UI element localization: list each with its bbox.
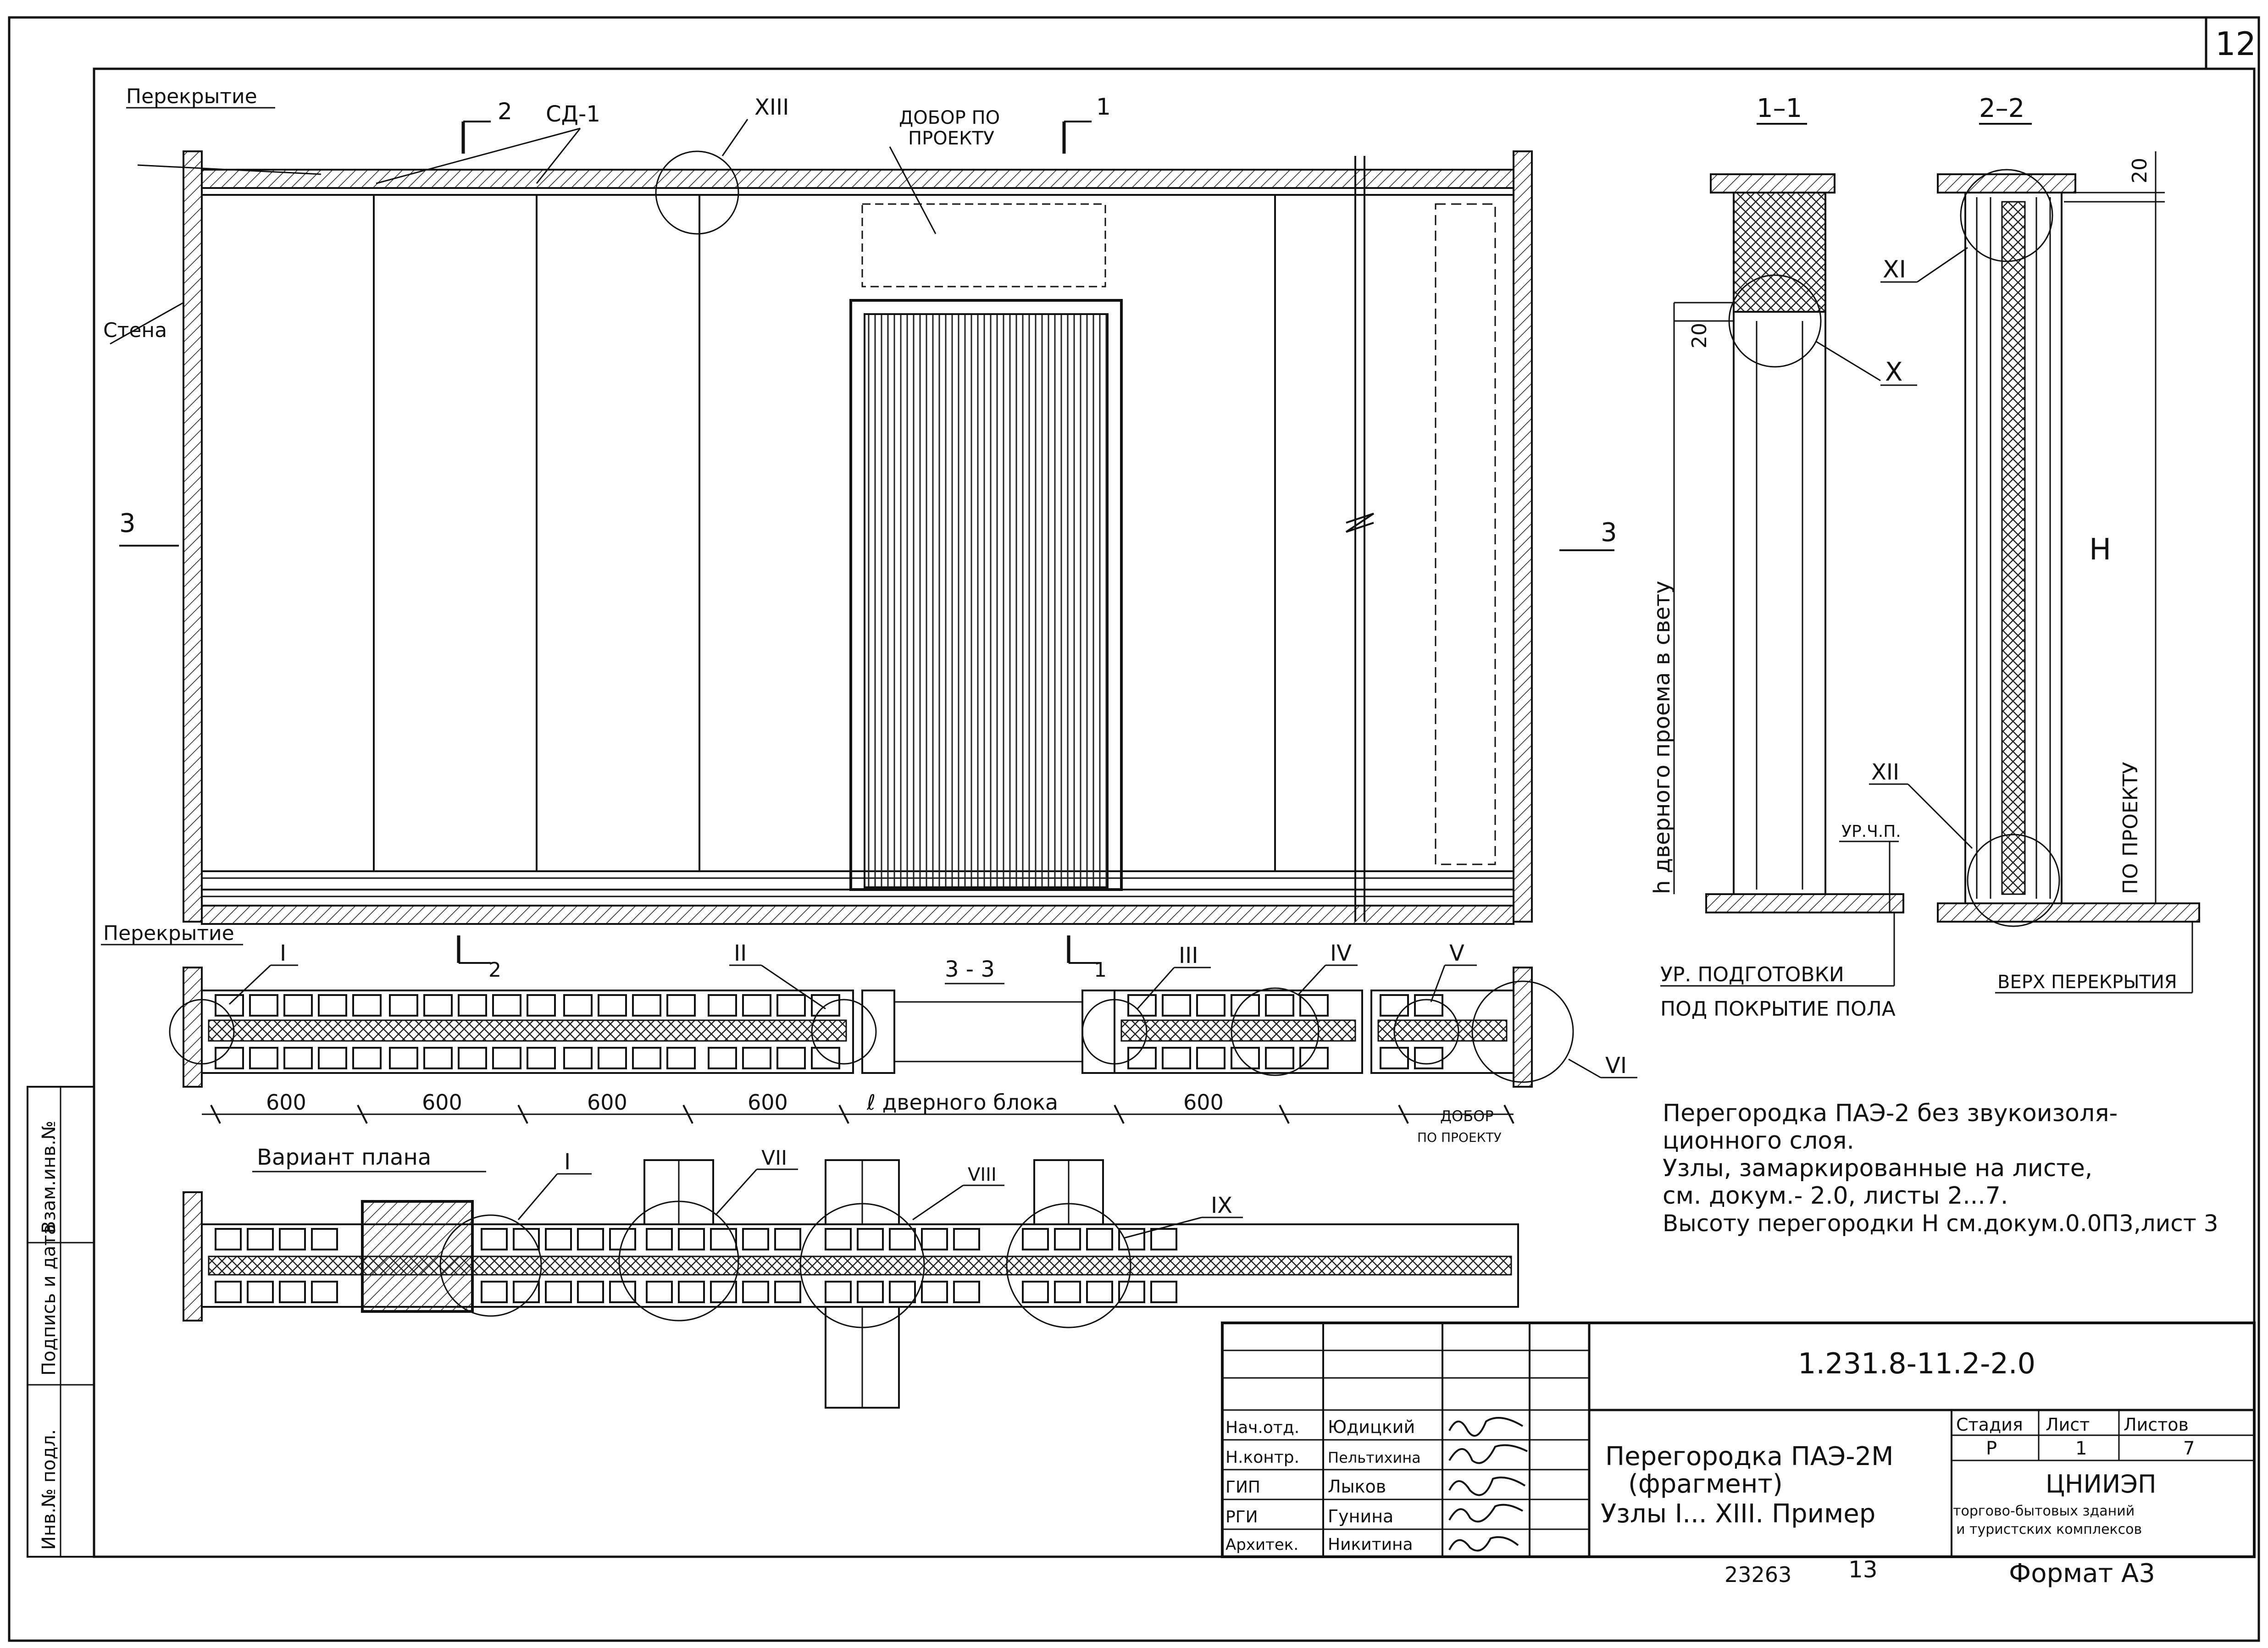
plan-cut-2: 2 — [488, 958, 501, 982]
note-line-4: см. докум.- 2.0, листы 2...7. — [1663, 1182, 2008, 1210]
plan-node-iii: III — [1179, 943, 1198, 968]
title-block: 1.231.8-11.2-2.0 Нач.отд. Н.контр. ГИП Р… — [1221, 1322, 2256, 1558]
plan-node-ii: II — [734, 940, 747, 966]
plan-node-vi: VI — [1605, 1053, 1627, 1078]
name-4: Гунина — [1328, 1506, 1393, 1526]
side-stamp: Инв.№ подл. Подпись и дата Взам.инв.№ — [27, 1086, 95, 1558]
cut-3-right: 3 — [1601, 518, 1617, 547]
H-label: H — [2089, 533, 2111, 567]
node-xii: XII — [1871, 759, 1899, 785]
plan-dim-5: ℓ дверного блока — [866, 1090, 1058, 1115]
verh-perekrytiya: ВЕРХ ПЕРЕКРЫТИЯ — [1997, 972, 2177, 993]
variant-node-ix: IX — [1211, 1193, 1232, 1218]
name-3: Лыков — [1328, 1477, 1386, 1497]
label-wall: Стена — [103, 319, 167, 342]
drawing-frame — [93, 67, 2256, 1558]
note-line-5: Высоту перегородки H см.докум.0.0П3,лист… — [1663, 1210, 2218, 1237]
stamp-inv-podl: Инв.№ подл. — [39, 1429, 60, 1550]
doc-code: 1.231.8-11.2-2.0 — [1798, 1347, 2035, 1380]
name-5: Никитина — [1328, 1535, 1413, 1554]
variant-title: Вариант плана — [257, 1145, 431, 1170]
section-2-2-title: 2–2 — [1979, 94, 2024, 123]
plan-3-3: 3 - 3 2 1 — [169, 935, 1637, 1145]
node-x: X — [1885, 357, 1902, 387]
sheet-border — [8, 16, 2260, 1642]
role-3: ГИП — [1225, 1478, 1260, 1497]
ur-podgotovki: УР. ПОДГОТОВКИ — [1660, 963, 1844, 986]
name-1: Юдицкий — [1328, 1417, 1415, 1437]
note-line-2: ционного слоя. — [1663, 1127, 1854, 1155]
title-line-2: (фрагмент) — [1628, 1469, 1783, 1499]
plan-node-i: I — [280, 940, 286, 966]
dim-20-2: 20 — [2128, 158, 2152, 183]
plan-dim-6: 600 — [1183, 1090, 1224, 1115]
org-line-2: торгово-бытовых зданий — [1953, 1503, 2135, 1519]
po-proektu: ПО ПРОЕКТУ — [2119, 762, 2142, 894]
bottom-number: 23263 — [1725, 1562, 1791, 1587]
bottom-sheet: 13 — [1848, 1556, 1878, 1583]
stage-value: Р — [1986, 1438, 1997, 1459]
pod-pokrytie: ПОД ПОКРЫТИЕ ПОЛА — [1660, 997, 1896, 1021]
h-label: h дверного проема в свету — [1649, 581, 1675, 894]
stamp-podpis: Подпись и дата — [39, 1224, 60, 1376]
sheet-header: Лист — [2046, 1415, 2090, 1435]
title-line-1: Перегородка ПАЭ-2М — [1605, 1442, 1893, 1471]
levels: УР. ПОДГОТОВКИ ПОД ПОКРЫТИЕ ПОЛА ВЕРХ ПЕ… — [1660, 912, 2193, 1021]
sheets-value: 7 — [2183, 1438, 2195, 1459]
dim-20-1: 20 — [1688, 323, 1711, 348]
section-1-1: 1–1 20 X h дверного проема в свету УР.Ч.… — [1649, 94, 1917, 913]
notes: Перегородка ПАЭ-2 без звукоизоля- ционно… — [1663, 1100, 2218, 1237]
sheets-header: Листов — [2124, 1415, 2189, 1435]
page-number: 12 — [2215, 25, 2256, 63]
note-line-3: Узлы, замаркированные на листе, — [1663, 1155, 2092, 1182]
org-name: ЦНИИЭП — [2046, 1470, 2157, 1499]
label-ceiling-bottom: Перекрытие — [103, 922, 234, 945]
node-xiii: XIII — [754, 94, 789, 120]
variant-node-viii: VIII — [968, 1164, 997, 1185]
door-frame — [849, 299, 1123, 891]
cut-3-left: 3 — [119, 509, 136, 538]
note-line-1: Перегородка ПАЭ-2 без звукоизоля- — [1663, 1100, 2118, 1127]
plan-dim-2: 600 — [422, 1090, 462, 1115]
plan-dobor2: ПО ПРОЕКТУ — [1417, 1130, 1502, 1145]
plan-dim-1: 600 — [266, 1090, 306, 1115]
label-dobor: ДОБОР ПО — [899, 107, 1000, 128]
variant-node-vii: VII — [761, 1146, 787, 1170]
node-xi: XI — [1883, 256, 1906, 283]
variant-plan: Вариант плана I — [183, 1145, 1519, 1409]
role-5: Архитек. — [1225, 1536, 1298, 1554]
elevation: Перекрытие Стена Перекрытие СД-1 XIII ДО… — [101, 85, 1617, 946]
org-line-3: и туристских комплексов — [1956, 1521, 2142, 1537]
plan-node-v: V — [1449, 940, 1464, 966]
label-ceiling-top: Перекрытие — [126, 85, 257, 108]
plan-dim-3: 600 — [587, 1090, 627, 1115]
role-2: Н.контр. — [1225, 1448, 1299, 1467]
name-2: Пельтихина — [1328, 1449, 1421, 1466]
signatures — [1448, 1417, 1528, 1552]
plan-cut-1: 1 — [1094, 958, 1107, 982]
format-label: Формат А3 — [2009, 1559, 2155, 1588]
plan-node-iv: IV — [1330, 940, 1352, 966]
plan-title: 3 - 3 — [945, 957, 995, 982]
variant-node-i: I — [564, 1149, 571, 1175]
stamp-vzam: Взам.инв.№ — [39, 1121, 60, 1233]
section-1-1-title: 1–1 — [1757, 94, 1802, 123]
role-4: РГИ — [1225, 1508, 1258, 1526]
label-sd: СД-1 — [546, 101, 600, 127]
plan-dobor: ДОБОР — [1440, 1107, 1494, 1125]
cut-2-top: 2 — [498, 98, 512, 125]
sheet-value: 1 — [2075, 1438, 2087, 1459]
section-2-2: 2–2 XI XII 20 H ПО ПРОЕКТУ — [1869, 94, 2200, 927]
ur-chp: УР.Ч.П. — [1841, 822, 1901, 841]
stage-header: Стадия — [1956, 1415, 2023, 1435]
cut-1-top: 1 — [1096, 94, 1111, 120]
label-dobor2: ПРОЕКТУ — [908, 128, 994, 149]
role-1: Нач.отд. — [1225, 1418, 1299, 1437]
title-line-3: Узлы I... XIII. Пример — [1601, 1499, 1875, 1529]
door-leaf — [864, 313, 1109, 888]
plan-dim-4: 600 — [748, 1090, 788, 1115]
